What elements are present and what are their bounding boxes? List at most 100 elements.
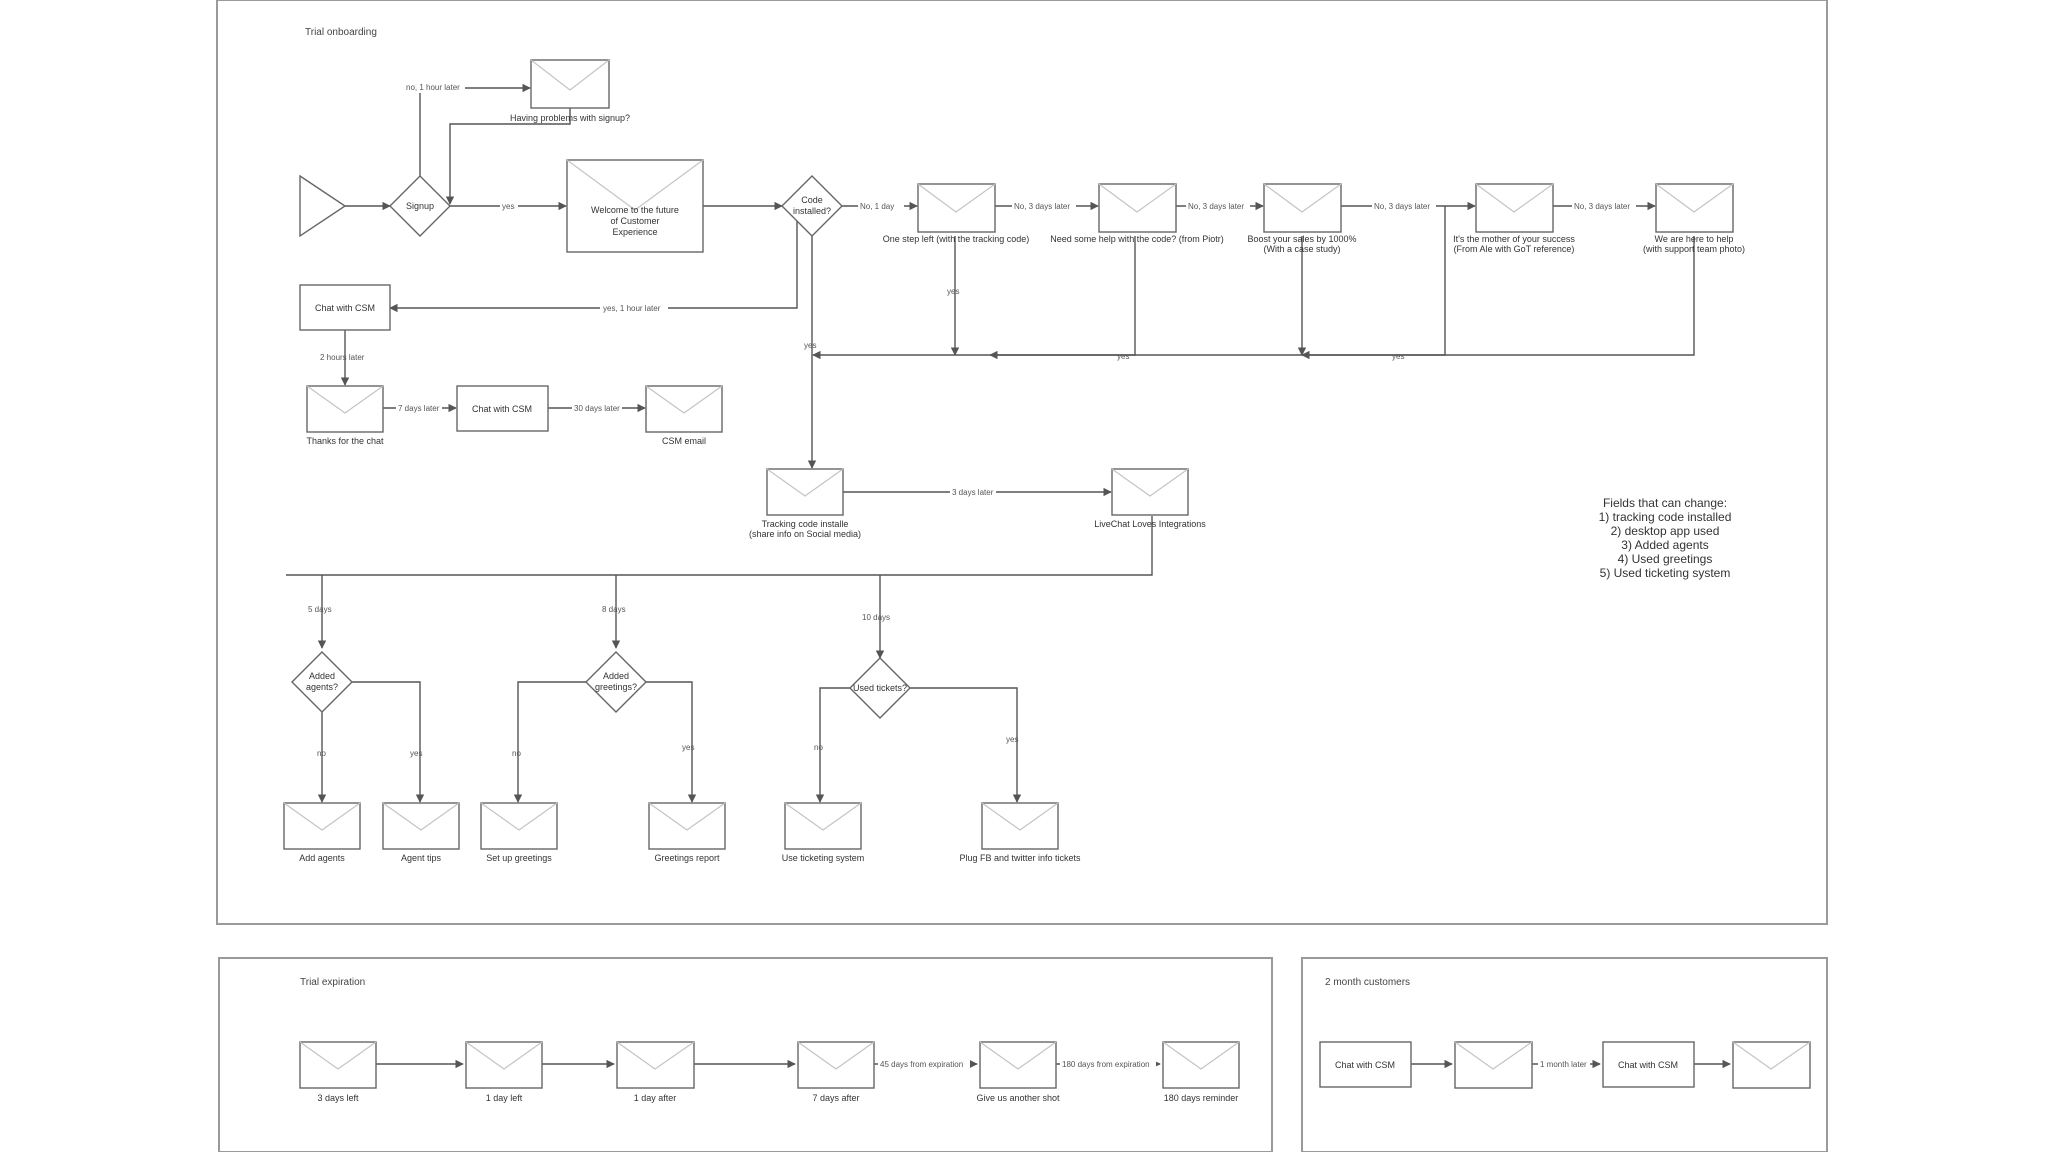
need-help-email-icon[interactable] (1098, 183, 1177, 233)
edge-label-yes-need-help: yes (1117, 352, 1129, 361)
thanks-chat-email-icon[interactable] (306, 385, 384, 433)
exp-3-days-left-label: 3 days left (317, 1093, 359, 1103)
edge-label-180-days-from-expiration: 180 days from expiration (1062, 1060, 1150, 1069)
edge-label-yes-one-step: yes (947, 287, 959, 296)
welcome-email-icon[interactable] (566, 159, 704, 253)
plug-fb-label: Plug FB and twitter info tickets (959, 853, 1081, 863)
tracking-installed-email-icon[interactable] (766, 468, 844, 516)
set-greetings-label: Set up greetings (486, 853, 552, 863)
edge-label-yes-greetings: yes (682, 743, 694, 752)
having-problems-email-icon[interactable] (530, 59, 610, 109)
edge-label-no-3-days-later-4: No, 3 days later (1574, 202, 1630, 211)
edge-label-1-month-later: 1 month later (1540, 1060, 1587, 1069)
having-problems-label: Having problems with signup? (510, 113, 630, 123)
here-to-help-line-2: (with support team photo) (1643, 244, 1745, 254)
added-agents-diamond[interactable] (291, 651, 353, 713)
added-agents-line-2: agents? (306, 682, 338, 692)
added-greetings-line-2: greetings? (595, 682, 637, 692)
set-greetings-email-icon[interactable] (480, 802, 558, 850)
here-to-help-email-icon[interactable] (1655, 183, 1734, 233)
here-to-help-line-1: We are here to help (1655, 234, 1734, 244)
use-ticketing-email-icon[interactable] (784, 802, 862, 850)
integrations-label: LiveChat Loves Integrations (1094, 519, 1206, 529)
added-greetings-line-1: Added (603, 671, 629, 681)
welcome-label-line-1: Welcome to the future (591, 205, 679, 215)
edge-label-5-days: 5 days (308, 605, 332, 614)
tracking-installed-line-2: (share info on Social media) (749, 529, 861, 539)
fields-note-item-4: 4) Used greetings (1618, 552, 1713, 566)
chat-csm-box-2[interactable] (456, 385, 549, 432)
edge-labels: no, 1 hour later yes No, 1 day No, 3 day… (308, 82, 1636, 1069)
agent-tips-label: Agent tips (401, 853, 442, 863)
section-title-two-month-customers: 2 month customers (1325, 977, 1410, 988)
edge-label-30-days-later: 30 days later (574, 404, 620, 413)
exp-3-days-left-email-icon[interactable] (299, 1041, 377, 1089)
edge-label-2-hours-later: 2 hours later (320, 353, 365, 362)
fields-note: Fields that can change: 1) tracking code… (1599, 496, 1732, 580)
edge-label-yes-agents: yes (410, 749, 422, 758)
edge-label-yes-1-hour-later: yes, 1 hour later (603, 304, 661, 313)
mother-success-email-icon[interactable] (1475, 183, 1554, 233)
exp-another-shot-email-icon[interactable] (979, 1041, 1057, 1089)
exp-1-day-after-email-icon[interactable] (616, 1041, 695, 1089)
one-step-left-label: One step left (with the tracking code) (883, 234, 1030, 244)
edge-label-3-days-later: 3 days later (952, 488, 994, 497)
exp-180-reminder-label: 180 days reminder (1164, 1093, 1239, 1103)
cust-email-icon-2[interactable] (1732, 1041, 1811, 1089)
welcome-label-line-2: of Customer (610, 216, 659, 226)
signup-diamond[interactable] (389, 175, 451, 237)
edge-label-45-days-from-expiration: 45 days from expiration (880, 1060, 963, 1069)
integrations-email-icon[interactable] (1111, 468, 1189, 516)
added-greetings-diamond[interactable] (585, 651, 647, 713)
trial-onboarding-panel (216, 0, 1828, 925)
edge-label-no-agents: no (317, 749, 326, 758)
add-agents-label: Add agents (299, 853, 345, 863)
cust-chat-csm-2-label: Chat with CSM (1618, 1060, 1678, 1070)
greetings-report-email-icon[interactable] (648, 802, 726, 850)
signup-label: Signup (406, 201, 434, 211)
boost-sales-line-1: Boost your sales by 1000% (1247, 234, 1356, 244)
nodes: Signup Having problems with signup? Welc… (283, 59, 1811, 1103)
cust-email-icon-1[interactable] (1454, 1041, 1533, 1089)
code-installed-line-1: Code (801, 195, 823, 205)
exp-1-day-left-email-icon[interactable] (465, 1041, 543, 1089)
chat-csm-box-1[interactable] (299, 284, 391, 331)
edge-label-8-days: 8 days (602, 605, 626, 614)
boost-sales-line-2: (With a case study) (1263, 244, 1340, 254)
agent-tips-email-icon[interactable] (382, 802, 460, 850)
exp-1-day-left-label: 1 day left (486, 1093, 523, 1103)
cust-chat-csm-box-2[interactable] (1602, 1041, 1695, 1088)
cust-chat-csm-box-1[interactable] (1319, 1041, 1412, 1088)
start-triangle (299, 174, 347, 238)
code-installed-diamond[interactable] (781, 175, 843, 237)
add-agents-email-icon[interactable] (283, 802, 361, 850)
edge-label-10-days: 10 days (862, 613, 890, 622)
csm-email-icon[interactable] (645, 385, 723, 433)
section-title-trial-onboarding: Trial onboarding (305, 27, 377, 38)
exp-180-reminder-email-icon[interactable] (1162, 1041, 1240, 1089)
use-ticketing-label: Use ticketing system (782, 853, 865, 863)
edge-label-no-1-hour-later: no, 1 hour later (406, 83, 460, 92)
used-tickets-diamond[interactable] (849, 657, 911, 719)
exp-another-shot-label: Give us another shot (976, 1093, 1060, 1103)
fields-note-item-2: 2) desktop app used (1611, 524, 1720, 538)
one-step-left-email-icon[interactable] (917, 183, 996, 233)
chat-csm-1-label: Chat with CSM (315, 303, 375, 313)
edge-label-no-1-day: No, 1 day (860, 202, 894, 211)
csm-email-label: CSM email (662, 436, 706, 446)
mother-success-line-1: It's the mother of your success (1453, 234, 1575, 244)
fields-note-item-3: 3) Added agents (1621, 538, 1708, 552)
greetings-report-label: Greetings report (654, 853, 720, 863)
code-installed-line-2: installed? (793, 206, 831, 216)
exp-7-days-after-label: 7 days after (812, 1093, 859, 1103)
edge-label-yes-tickets: yes (1006, 735, 1018, 744)
edge-label-no-3-days-later-1: No, 3 days later (1014, 202, 1070, 211)
exp-7-days-after-email-icon[interactable] (797, 1041, 875, 1089)
edge-label-yes-signup: yes (502, 202, 514, 211)
boost-sales-email-icon[interactable] (1263, 183, 1342, 233)
trial-expiration-panel (218, 957, 1273, 1152)
exp-1-day-after-label: 1 day after (634, 1093, 677, 1103)
plug-fb-email-icon[interactable] (981, 802, 1059, 850)
thanks-chat-label: Thanks for the chat (306, 436, 384, 446)
